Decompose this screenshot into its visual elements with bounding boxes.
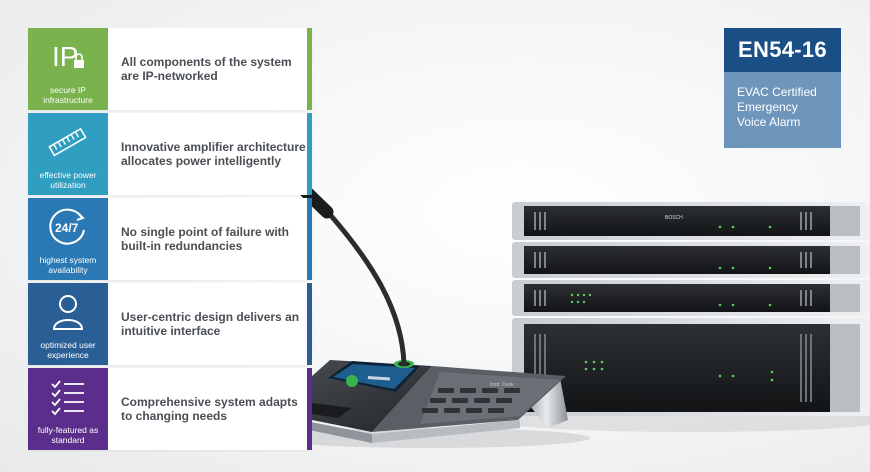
feature-description: User-centric design delivers an intuitiv… <box>121 310 300 338</box>
keypad-label: Instr. Desk <box>490 382 514 388</box>
call-station: Instr. Desk <box>270 169 590 448</box>
badge-line: EVAC Certified <box>737 85 817 99</box>
feature-description: Innovative amplifier architecture alloca… <box>121 140 306 168</box>
feature-tile: effective power utilization <box>28 113 108 195</box>
feature-tile: IP secure IP infrastructure <box>28 28 108 110</box>
feature-accent-stripe <box>307 113 312 195</box>
feature-caption: fully-featured as standard <box>37 425 99 445</box>
feature-fully-featured: fully-featured as standard Comprehensive… <box>28 368 312 450</box>
badge-line: Emergency <box>737 100 798 114</box>
feature-tile: optimized user experience <box>28 283 108 365</box>
feature-accent-stripe <box>307 28 312 110</box>
badge-title: EN54-16 <box>724 28 841 72</box>
feature-accent-stripe <box>307 198 312 280</box>
feature-user-experience: optimized user experience User-centric d… <box>28 283 312 365</box>
availability-icon-text: 24/7 <box>55 221 79 235</box>
feature-accent-stripe <box>307 368 312 450</box>
feature-caption: secure IP infrastructure <box>43 85 93 105</box>
feature-description: Comprehensive system adapts to changing … <box>121 395 298 423</box>
checklist-icon <box>28 376 108 420</box>
user-icon <box>28 291 108 335</box>
feature-description: No single point of failure with built-in… <box>121 225 289 253</box>
feature-secure-ip: IP secure IP infrastructure All componen… <box>28 28 312 110</box>
feature-list: IP secure IP infrastructure All componen… <box>28 28 312 453</box>
feature-availability: 24/7 highest system availability No sing… <box>28 198 312 280</box>
feature-caption: highest system availability <box>39 255 97 275</box>
feature-description: All components of the system are IP-netw… <box>121 55 292 83</box>
brand-logo: BOSCH <box>665 215 683 221</box>
feature-caption: effective power utilization <box>39 170 97 190</box>
feature-tile: fully-featured as standard <box>28 368 108 450</box>
certification-badge: EN54-16 EVAC Certified Emergency Voice A… <box>724 28 841 148</box>
amplifier-rack-stack: BOSCH <box>512 202 870 416</box>
feature-caption: optimized user experience <box>40 340 96 360</box>
availability-24-7-icon: 24/7 <box>28 206 108 250</box>
feature-tile: 24/7 highest system availability <box>28 198 108 280</box>
rack-unit-2 <box>512 242 870 278</box>
feature-power: effective power utilization Innovative a… <box>28 113 312 195</box>
badge-line: Voice Alarm <box>737 115 801 129</box>
ip-lock-icon: IP <box>28 36 108 80</box>
rack-unit-3 <box>512 280 870 316</box>
rack-unit-4 <box>512 318 870 416</box>
feature-accent-stripe <box>307 283 312 365</box>
rack-unit-1: BOSCH <box>512 202 870 240</box>
efficiency-meter-icon <box>28 121 108 165</box>
badge-description: EVAC Certified Emergency Voice Alarm <box>724 72 841 148</box>
